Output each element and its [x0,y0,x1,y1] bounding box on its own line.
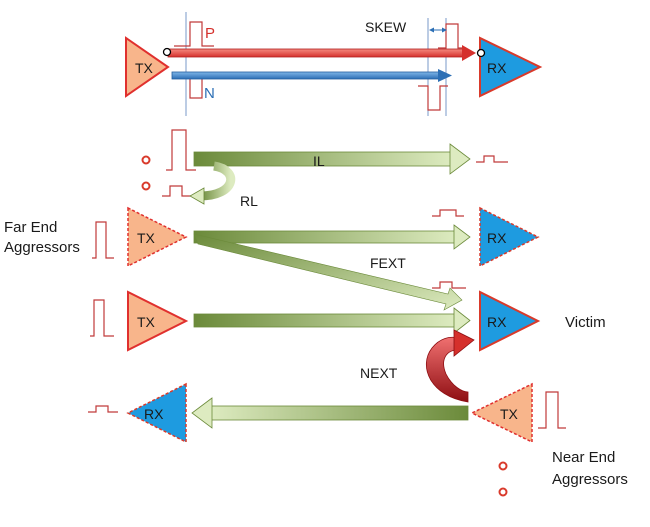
victim-arrowhead [453,307,471,334]
next-section: NEXT [360,329,475,403]
tx-triangle-victim [127,290,189,352]
tx-triangle-far-end [127,206,188,268]
next-label: NEXT [360,365,398,381]
rl-label: RL [240,193,258,209]
skew-arrowhead-left [429,27,434,33]
differential-section: TX RX P N SKEW [125,12,543,116]
near-end-arrowhead [191,397,213,429]
near-end-output-pulse [88,405,118,413]
p-label: P [205,25,215,42]
ellipsis-dot [141,155,151,165]
far-end-aggressor-section: Far End Aggressors TX RX FEXT [4,206,540,311]
incident-pulse [166,129,196,171]
output-pulse [476,155,508,163]
n-label: N [204,85,215,102]
fext-label: FEXT [370,255,406,271]
aggressor-pulse [92,221,114,259]
far-end-label-1: Far End [4,219,57,236]
ellipsis-dot [141,181,151,191]
near-end-aggressor-pulse [538,391,566,429]
rx-triangle-victim [479,290,541,352]
far-end-label-2: Aggressors [4,239,80,256]
rx-label-near-end: RX [144,406,164,422]
far-end-output-pulse [432,209,464,217]
p-pulse [174,21,214,47]
victim-pulse [90,299,114,337]
victim-label: Victim [565,314,606,331]
near-end-aggressor-section: RX TX Near End Aggressors [88,382,628,497]
rx-triangle-top [479,36,543,98]
rx-label-victim: RX [487,314,507,330]
fext-arrow [193,233,463,311]
far-end-arrowhead [453,224,471,250]
n-line-arrowhead [438,69,452,82]
tx-label-near-end: TX [500,406,519,422]
il-arrowhead [449,143,471,175]
victim-arrow-shaft [193,313,457,328]
near-end-arrow-shaft [209,405,469,421]
skew-arrowhead-right [442,27,447,33]
rx-triangle-near-end [126,382,187,444]
rx-triangle-far-end [479,206,540,268]
tx-label-far-end: TX [137,230,156,246]
reflected-pulse [162,185,200,197]
ellipsis-dot [498,487,508,497]
rx-label-top: RX [487,60,507,76]
tx-node [162,47,172,57]
rx-node [476,48,486,58]
tx-label-victim: TX [137,314,156,330]
rl-arrowhead [189,187,205,205]
far-end-arrow-shaft [193,230,457,244]
n-pulse-rx [418,85,448,111]
p-line-arrowhead [462,45,476,61]
tx-label-top: TX [135,60,154,76]
rl-arrow [199,161,236,201]
tx-triangle-near-end [470,382,533,444]
il-label: IL [313,153,325,169]
tx-triangle-top [125,36,170,98]
next-arrowhead [453,329,475,357]
n-line [171,71,441,80]
p-pulse-rx [438,23,466,49]
p-line [167,48,465,58]
near-end-label-1: Near End [552,449,615,466]
ellipsis-dot [498,461,508,471]
il-rl-section: IL RL [141,129,508,209]
rx-label-far-end: RX [487,230,507,246]
victim-section: TX RX Victim [90,290,606,352]
fext-output-pulse [432,281,466,289]
near-end-label-2: Aggressors [552,471,628,488]
skew-label: SKEW [365,19,407,35]
